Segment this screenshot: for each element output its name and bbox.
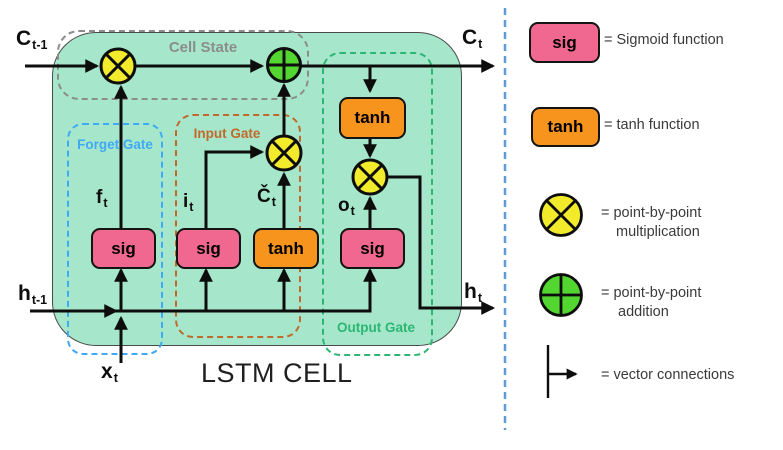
cell-state-label: Cell State <box>168 39 238 56</box>
cellstate-multiply-circle <box>99 47 137 85</box>
output-gate-label: Output Gate <box>337 320 415 335</box>
forget-gate-box <box>67 123 163 355</box>
h-prev-line <box>30 267 377 313</box>
output-gate-multiply-circle <box>351 158 389 196</box>
cellstate-add-circle <box>266 47 302 83</box>
forget-gate-label: Forget Gate <box>77 137 153 152</box>
input-gate-multiply-circle <box>265 134 303 172</box>
input-gate-box <box>175 114 301 338</box>
label-i-t: it <box>183 191 194 214</box>
input-sig-to-multiply-line <box>204 145 265 228</box>
input-sigmoid-node: sig <box>176 228 241 269</box>
legend-add-text-line1: = point-by-point <box>601 285 702 301</box>
legend-multiply-text-line2: multiplication <box>616 224 700 240</box>
output-gate-box <box>322 52 433 356</box>
output-sigmoid-node: sig <box>340 228 405 269</box>
diagram-title: LSTM CELL <box>201 358 353 388</box>
input-tanh-node: tanh <box>253 228 319 269</box>
legend-vector-arrow-icon <box>546 345 578 398</box>
label-c-out: Ct <box>462 26 483 51</box>
legend-multiply-text-line1: = point-by-point <box>601 205 702 221</box>
label-c-prev: Ct-1 <box>16 27 48 52</box>
label-f-t: ft <box>96 187 108 210</box>
legend-sigmoid-text: = Sigmoid function <box>604 32 724 48</box>
label-h-prev: ht-1 <box>18 282 48 307</box>
output-tanh-node: tanh <box>339 97 406 139</box>
legend-add-circle <box>539 273 583 317</box>
label-x-in: xt <box>101 360 118 385</box>
forget-sigmoid-node: sig <box>91 228 156 269</box>
label-o-t: ot <box>338 195 355 218</box>
input-gate-label: Input Gate <box>193 126 261 141</box>
legend-tanh-node: tanh <box>531 107 600 147</box>
label-h-out: ht <box>464 280 482 305</box>
label-c-candidate: Čt <box>257 186 276 209</box>
legend-add-text-line2: addition <box>618 304 669 320</box>
legend-vector-text: = vector connections <box>601 367 735 383</box>
legend-sigmoid-node: sig <box>529 22 600 63</box>
legend-multiply-circle <box>539 193 583 237</box>
legend-tanh-text: = tanh function <box>604 117 700 133</box>
h-out-line <box>387 175 496 315</box>
